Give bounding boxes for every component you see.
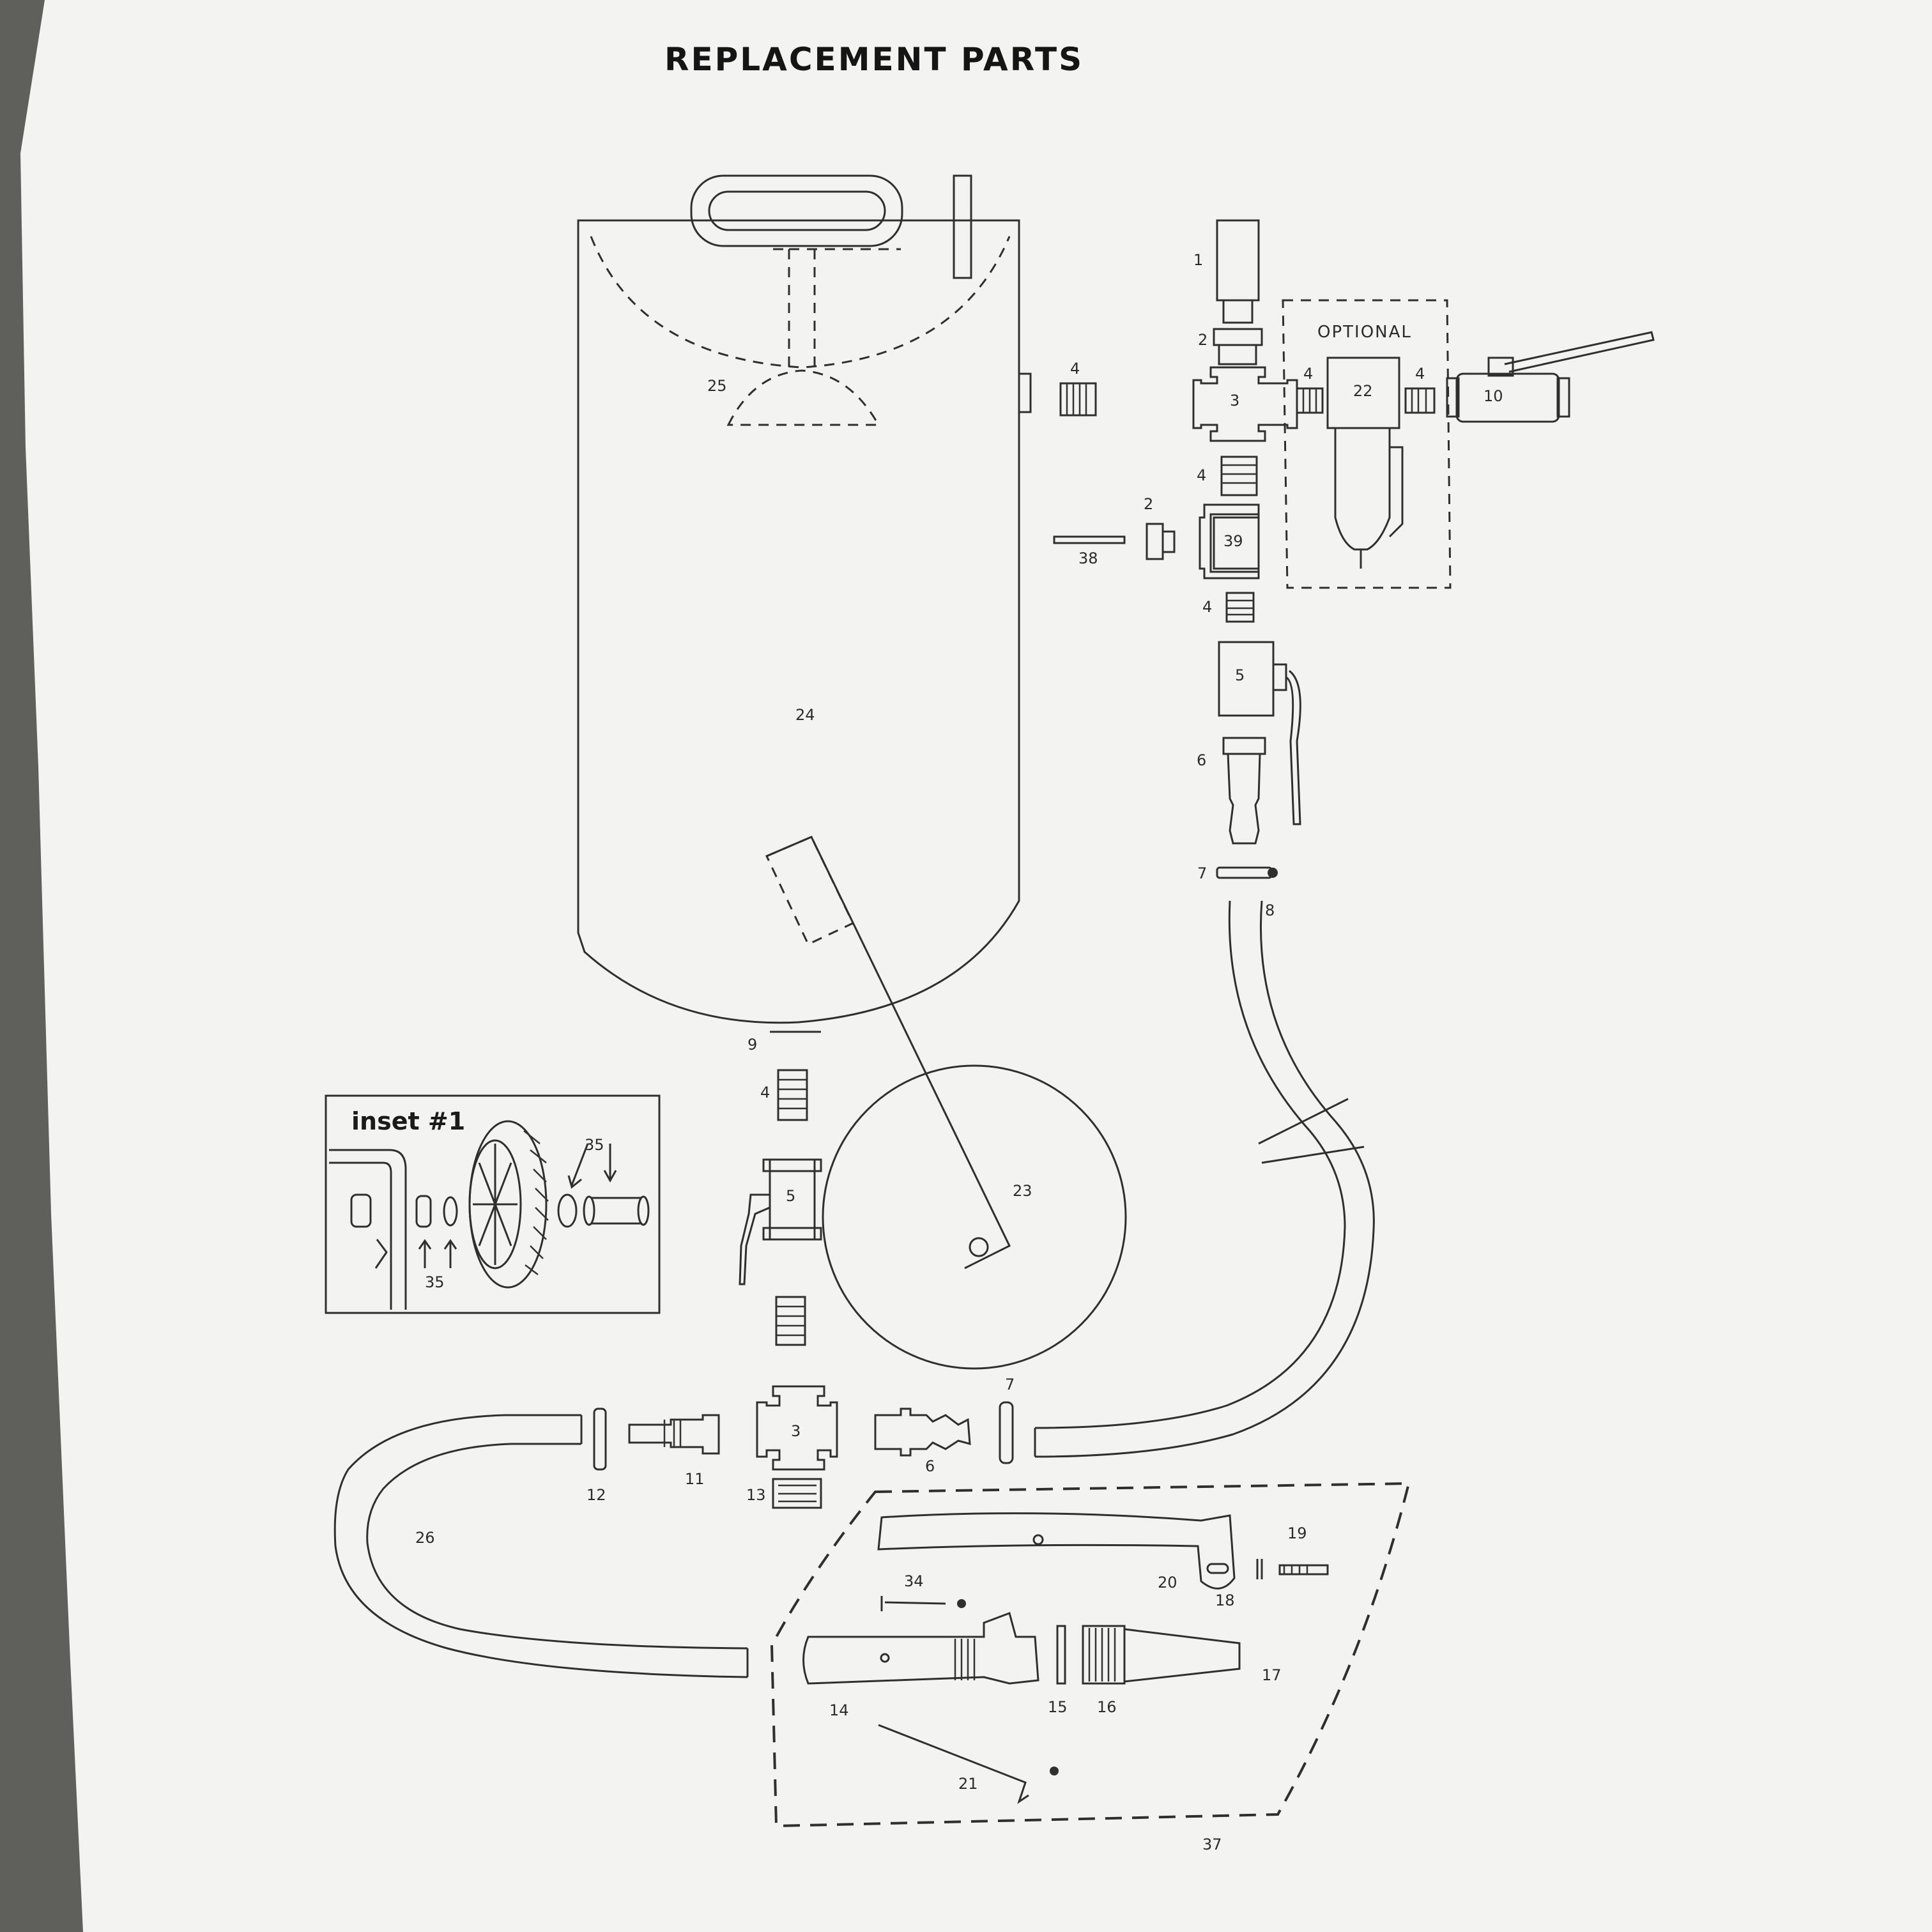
optional-group: OPTIONAL [1282,299,1452,589]
label-20: 20 [1158,1574,1177,1591]
part-8-hose [1034,900,1375,1458]
part-5-ball-valve-lower [739,1158,822,1285]
part-26-hose [334,1414,749,1678]
part-10-ball-valve [1446,331,1655,423]
part-1-fitting [1216,219,1260,324]
label-14: 14 [829,1701,849,1719]
wheel-leg-assembly [765,836,1127,1370]
label-37: 37 [1202,1836,1222,1853]
label-6a: 6 [1197,751,1206,769]
nipple-vertical-2 [1225,592,1255,623]
label-17: 17 [1262,1666,1282,1684]
part-2-plug [1146,523,1176,560]
label-35a: 35 [585,1136,604,1154]
nipple-lower-2 [775,1296,806,1346]
part-39-tee [1199,503,1260,579]
label-15: 15 [1048,1698,1068,1716]
label-1: 1 [1193,251,1203,269]
label-8: 8 [1265,901,1275,919]
label-26: 26 [415,1529,435,1547]
label-7a: 7 [1197,864,1207,882]
nipple-optional-left [1296,387,1324,414]
part-13-plug [772,1478,822,1509]
label-22: 22 [1353,382,1373,400]
label-10: 10 [1483,387,1503,405]
optional-label: OPTIONAL [1317,323,1412,342]
label-7b: 7 [1005,1376,1015,1393]
label-38: 38 [1078,549,1098,567]
label-2b: 2 [1144,495,1153,513]
part-7-clamp-lower [999,1401,1014,1464]
part-4-nipples [775,382,1436,1346]
label-12: 12 [586,1486,606,1504]
paper-sheet [20,0,1932,1932]
part-6-hose-barb-right [1222,737,1266,845]
label-19: 19 [1287,1524,1307,1542]
label-4a: 4 [1070,360,1080,378]
nipple-lower-1 [777,1069,808,1121]
label-4b: 4 [1303,365,1313,383]
label-34: 34 [904,1572,924,1590]
label-11: 11 [685,1470,705,1488]
nipple-optional-right [1404,387,1436,414]
nipple-vertical-1 [1220,456,1258,496]
part-labels: 25 24 4 1 2 3 4 22 4 10 4 2 39 38 4 5 6 … [415,251,1503,1853]
part-3-cross-top [1192,366,1298,442]
wheel-icon [468,1120,549,1289]
label-4d: 4 [1197,466,1206,484]
label-25: 25 [707,377,727,395]
nipple-tank-side [1059,382,1097,417]
label-35b: 35 [425,1273,445,1291]
part-12-clamp [593,1407,607,1471]
label-4f: 4 [760,1084,770,1101]
label-5b: 5 [786,1187,795,1205]
inset-title: inset #1 [351,1107,465,1135]
label-16: 16 [1097,1698,1117,1716]
label-2a: 2 [1198,331,1208,349]
label-21: 21 [958,1775,978,1793]
part-11-fitting [628,1414,720,1455]
part-7-clamp-right [1216,866,1278,879]
label-13: 13 [746,1486,766,1504]
part-5-ball-valve-right [1218,641,1301,825]
part-2-bushing [1213,328,1263,365]
blast-gun-group [770,1482,1411,1828]
part-3-cross-lower [756,1385,838,1471]
page-title: REPLACEMENT PARTS [664,41,1084,78]
label-18: 18 [1215,1591,1235,1609]
label-3a: 3 [1230,392,1239,410]
label-23: 23 [1013,1182,1032,1200]
label-6b: 6 [925,1457,935,1475]
label-9: 9 [747,1036,757,1054]
part-38-rod [1053,535,1126,544]
part-6-hose-barb-lower [874,1407,971,1457]
inset-1: inset #1 [325,1094,661,1314]
label-24: 24 [795,706,815,724]
label-39: 39 [1223,532,1243,550]
part-22-filter [1326,356,1404,569]
label-4c: 4 [1415,365,1425,383]
tank [577,174,1032,1033]
label-4e: 4 [1202,598,1212,616]
label-5a: 5 [1235,666,1245,684]
label-3b: 3 [791,1422,801,1440]
